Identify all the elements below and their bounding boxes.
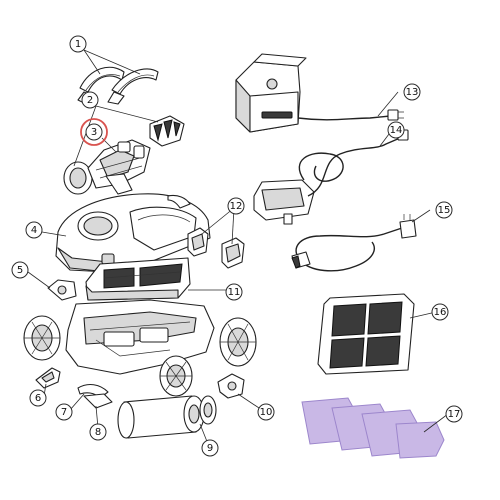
callout-label: 4 <box>31 225 37 236</box>
callout-5: 5 <box>11 261 29 279</box>
part-swivel-cable <box>253 129 409 225</box>
callout-circle <box>445 405 463 423</box>
part-chassis <box>65 299 215 375</box>
part-bracket-10 <box>217 373 245 399</box>
callout-circle <box>81 91 99 109</box>
callout-15: 15 <box>435 201 453 219</box>
callout-label: 13 <box>406 87 419 98</box>
callout-3: 3 <box>85 123 103 141</box>
part-wheel-left <box>23 315 61 361</box>
callout-label: 3 <box>91 127 97 138</box>
callout-9: 9 <box>201 439 219 457</box>
part-top-shell <box>55 193 211 273</box>
callout-label: 16 <box>434 307 447 318</box>
callout-circle <box>431 303 449 321</box>
part-wheel-right <box>219 317 257 367</box>
callout-circle <box>69 35 87 53</box>
callout-circle <box>227 197 245 215</box>
callout-2: 2 <box>81 91 99 109</box>
part-motor-assembly <box>63 115 185 195</box>
callout-label: 6 <box>35 393 41 404</box>
callout-circle <box>403 83 421 101</box>
part-filter-tray <box>85 257 191 301</box>
part-couplers <box>187 227 245 269</box>
callout-label: 8 <box>95 427 101 438</box>
callout-1: 1 <box>69 35 87 53</box>
callout-circle <box>225 283 243 301</box>
callout-16: 16 <box>431 303 449 321</box>
callout-label: 7 <box>61 407 67 418</box>
callout-circle <box>11 261 29 279</box>
leader-lines <box>27 49 449 445</box>
callout-label: 9 <box>207 443 213 454</box>
callout-6: 6 <box>29 389 47 407</box>
callout-circle <box>201 439 219 457</box>
callout-circle <box>29 389 47 407</box>
part-wheel-front <box>159 355 193 397</box>
callout-label: 10 <box>260 407 273 418</box>
callout-10: 10 <box>257 403 275 421</box>
callout-label: 17 <box>448 409 461 420</box>
callout-17: 17 <box>445 405 463 423</box>
filter-element-4 <box>395 421 445 459</box>
callout-label: 14 <box>390 125 403 136</box>
callout-label: 15 <box>438 205 451 216</box>
callout-13: 13 <box>403 83 421 101</box>
callout-circle <box>25 221 43 239</box>
callout-label: 12 <box>230 201 243 212</box>
part-clip <box>47 279 77 301</box>
part-bracket-6 <box>35 367 61 389</box>
callout-label: 1 <box>75 39 81 50</box>
callout-label: 2 <box>87 95 93 106</box>
callout-12: 12 <box>227 197 245 215</box>
callout-circle <box>89 423 107 441</box>
callout-circle <box>387 121 405 139</box>
callout-label: 5 <box>17 265 23 276</box>
part-brush-roller <box>117 395 217 439</box>
part-floating-cable <box>291 214 417 272</box>
callout-11: 11 <box>225 283 243 301</box>
part-flap-8 <box>83 393 113 409</box>
callout-circle <box>435 201 453 219</box>
callout-4: 4 <box>25 221 43 239</box>
callout-circle <box>257 403 275 421</box>
part-filter-panel <box>317 293 415 375</box>
part-disposable-filters <box>301 397 445 459</box>
callout-8: 8 <box>89 423 107 441</box>
callout-circle <box>85 123 103 141</box>
callout-14: 14 <box>387 121 405 139</box>
callout-circle <box>55 403 73 421</box>
callout-7: 7 <box>55 403 73 421</box>
callout-label: 11 <box>228 287 241 298</box>
highlight-ring <box>80 118 108 146</box>
part-power-supply <box>235 53 404 133</box>
